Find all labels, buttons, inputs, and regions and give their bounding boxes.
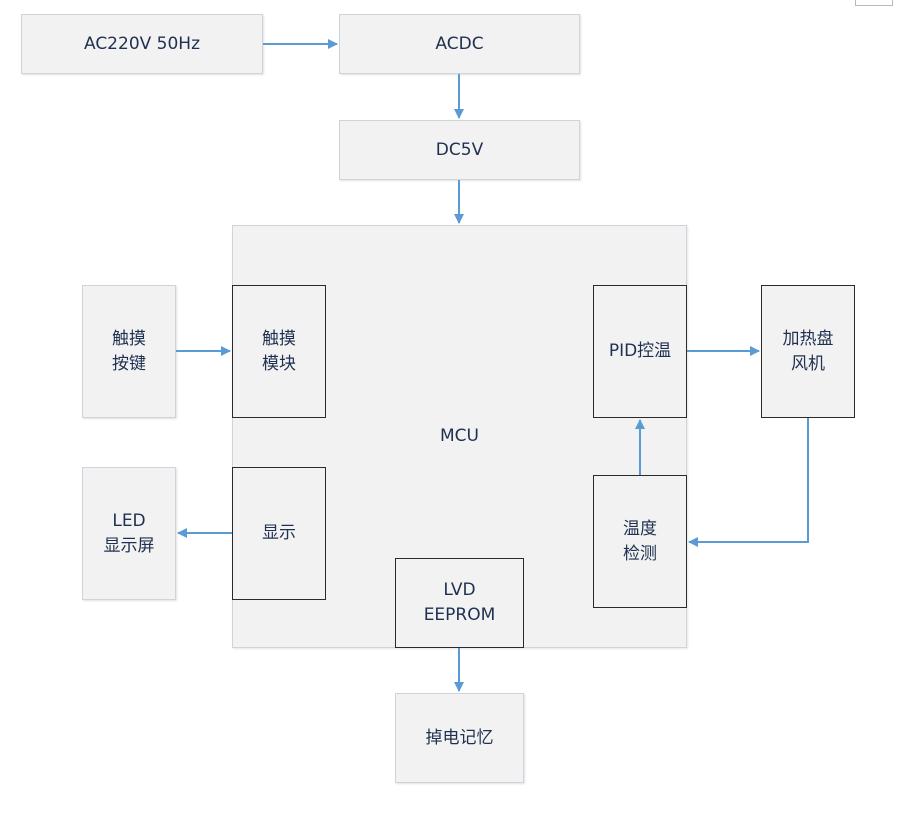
mcu-label: MCU	[440, 426, 479, 446]
power-off-memory-label: 掉电记忆	[425, 727, 494, 748]
touch-key-label-line1: 触摸	[112, 328, 146, 349]
heater-fan-label-line2: 风机	[791, 353, 825, 374]
dc5v-block: DC5V	[339, 120, 580, 180]
lvd-eeprom-block: LVD EEPROM	[395, 558, 524, 648]
corner-fragment	[855, 0, 893, 6]
display-label: 显示	[262, 523, 296, 543]
lvd-eeprom-label-line2: EEPROM	[423, 605, 496, 625]
arrow-heater-to-temp	[688, 418, 809, 547]
acdc-block: ACDC	[339, 14, 580, 74]
heater-fan-label-line1: 加热盘	[782, 328, 834, 349]
touch-module-label-line1: 触摸	[262, 328, 296, 349]
touch-module-block: 触摸 模块	[232, 285, 326, 418]
led-screen-block: LED 显示屏	[82, 467, 176, 600]
display-block: 显示	[232, 467, 326, 600]
acdc-label: ACDC	[435, 33, 484, 54]
dc5v-label: DC5V	[435, 139, 484, 160]
power-off-memory-block: 掉电记忆	[395, 693, 524, 783]
lvd-eeprom-label-line1: LVD	[443, 580, 476, 600]
pid-block: PID控温	[593, 285, 687, 418]
led-screen-label-line1: LED	[112, 510, 146, 531]
ac-input-block: AC220V 50Hz	[21, 14, 263, 74]
temp-detect-label-line1: 温度	[623, 518, 657, 539]
temp-detect-label-line2: 检测	[623, 543, 657, 564]
touch-module-label-line2: 模块	[262, 353, 296, 374]
led-screen-label-line2: 显示屏	[103, 535, 155, 556]
pid-label: PID控温	[608, 341, 672, 361]
ac-input-label: AC220V 50Hz	[83, 33, 201, 54]
touch-key-label-line2: 按键	[112, 353, 146, 374]
touch-key-block: 触摸 按键	[82, 285, 176, 418]
heater-fan-block: 加热盘 风机	[761, 285, 855, 418]
temp-detect-block: 温度 检测	[593, 475, 687, 608]
